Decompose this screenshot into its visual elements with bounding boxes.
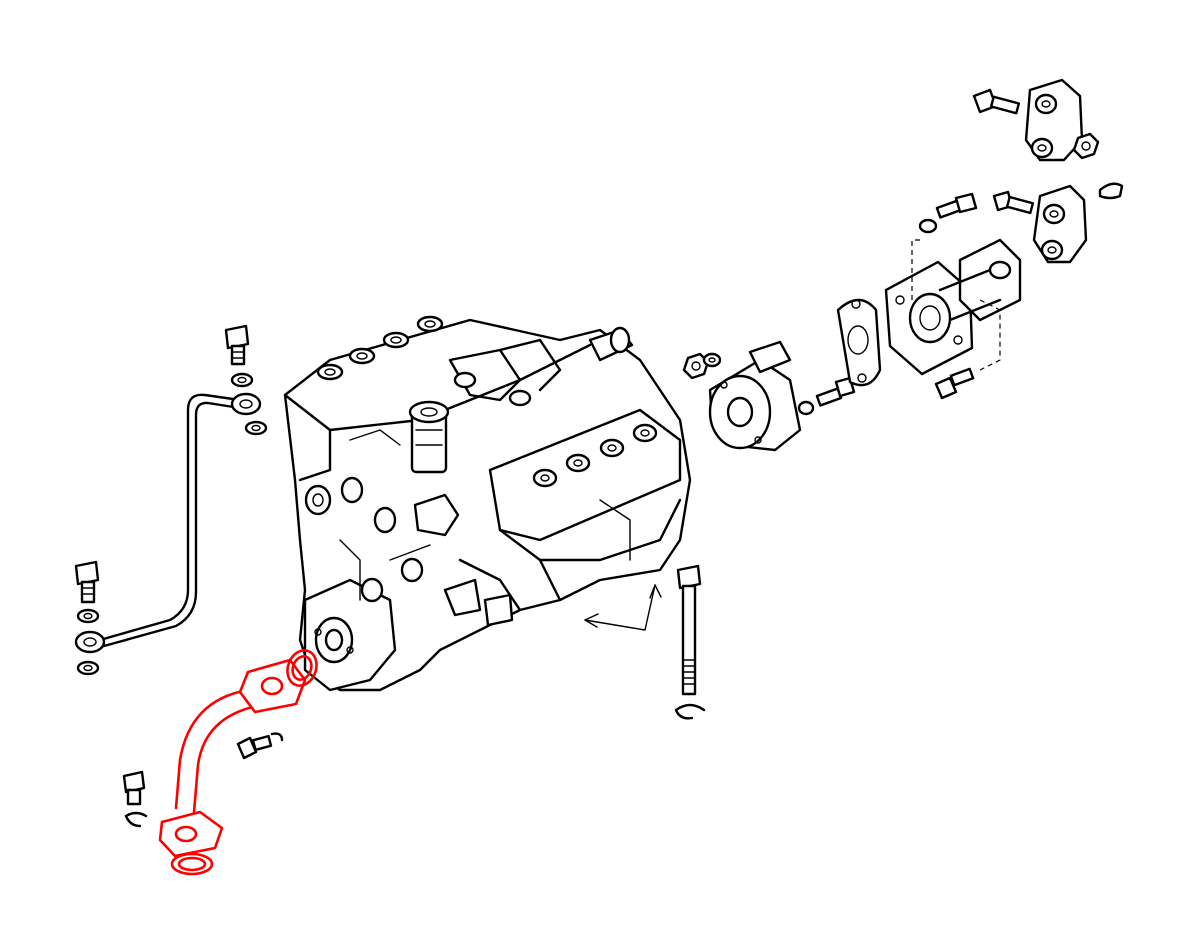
long-stud-bolt[interactable]	[674, 564, 706, 720]
washer-small[interactable]	[702, 352, 722, 368]
governor-column	[408, 400, 450, 474]
pipe-flange-lower[interactable]	[158, 810, 224, 858]
banjo-fitting-upper[interactable]	[230, 392, 262, 416]
banjo-bolt-upper[interactable]	[224, 324, 250, 366]
nut-coupling[interactable]	[1072, 132, 1100, 160]
adapter-plate[interactable]	[884, 260, 974, 376]
top-fittings	[316, 315, 444, 381]
delivery-valve-bank	[488, 408, 682, 542]
bolt-upper-middle[interactable]	[918, 192, 978, 234]
oil-return-pipe[interactable]	[174, 688, 264, 814]
flange-bolt-lower[interactable]	[122, 770, 148, 828]
assembly-line-dashed	[911, 239, 1001, 371]
washer-medium[interactable]	[797, 400, 815, 416]
fuel-feed-pipe[interactable]	[98, 393, 242, 648]
injection-pump-body[interactable]	[283, 315, 692, 692]
gasket-oval[interactable]	[836, 298, 882, 387]
banjo-fitting-lower[interactable]	[74, 630, 106, 654]
sealing-washers-upper[interactable]	[230, 372, 268, 436]
rotation-arrow	[584, 584, 662, 631]
o-ring-upper[interactable]	[283, 646, 322, 689]
nut-small[interactable]	[682, 352, 710, 380]
o-ring-lower[interactable]	[170, 852, 214, 876]
key-woodruff[interactable]	[1098, 182, 1124, 200]
coupling-shaft[interactable]	[938, 238, 1022, 322]
bolt-lower-right[interactable]	[934, 367, 975, 400]
flange-bolt-upper[interactable]	[236, 732, 284, 760]
bolt-medium[interactable]	[815, 376, 856, 407]
bolt-coupling-lower[interactable]	[992, 190, 1035, 215]
front-end-plate	[303, 578, 397, 692]
bolt-coupling-upper[interactable]	[972, 88, 1021, 115]
banjo-bolt-lower[interactable]	[74, 560, 100, 604]
left-side-fittings	[304, 476, 514, 627]
sealing-washers-lower[interactable]	[76, 608, 100, 676]
coupling-half-lower[interactable]	[1032, 184, 1088, 264]
delivery-valves	[532, 423, 658, 488]
drive-flange[interactable]	[708, 340, 802, 452]
